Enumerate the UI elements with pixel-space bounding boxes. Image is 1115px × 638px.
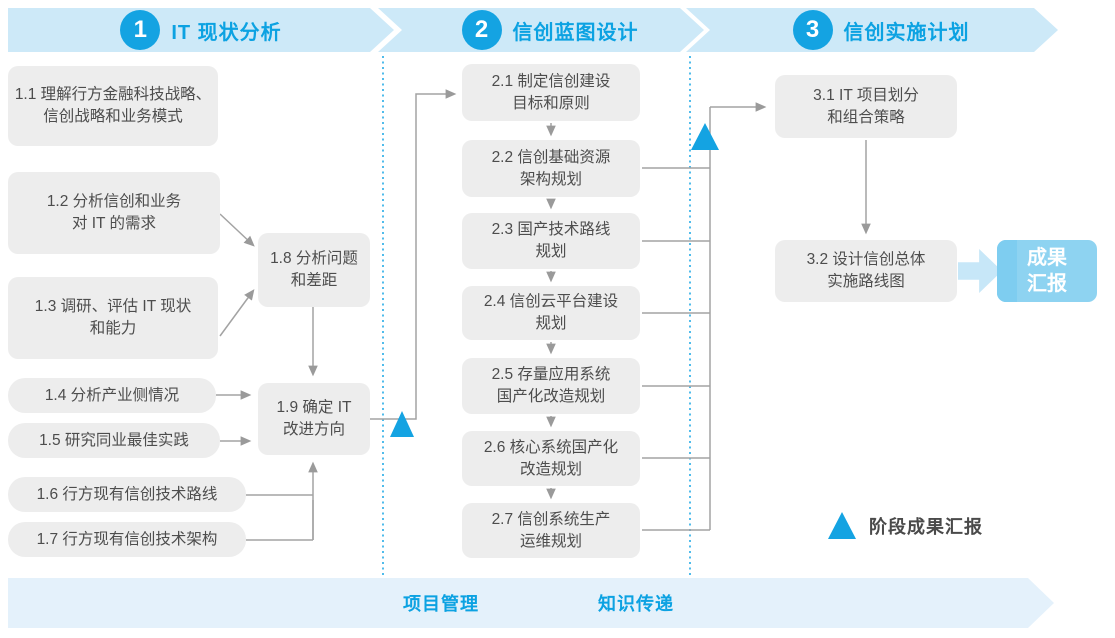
box-1-1: 1.1 理解行方金融科技战略、 信创战略和业务模式 (8, 66, 218, 146)
phase-2-title: 信创蓝图设计 (512, 21, 639, 44)
phase-3-title: 信创实施计划 (843, 21, 970, 44)
box-2-5: 2.5 存量应用系统 国产化改造规划 (462, 358, 640, 414)
box-1-8: 1.8 分析问题 和差距 (258, 233, 370, 307)
phase-2-number-badge: 2 (462, 10, 502, 50)
legend-label: 阶段成果汇报 (869, 516, 983, 537)
result-box-label: 成果 汇报 (1027, 247, 1067, 295)
box-1-5: 1.5 研究同业最佳实践 (8, 423, 220, 458)
footer-label-project-management: 项目管理 (403, 594, 479, 614)
box-2-7: 2.7 信创系统生产 运维规划 (462, 503, 640, 558)
result-box: 成果 汇报 (997, 240, 1097, 302)
box-1-9: 1.9 确定 IT 改进方向 (258, 383, 370, 455)
phase-3-band: 3 信创实施计划 (686, 8, 1058, 52)
box-1-4: 1.4 分析产业侧情况 (8, 378, 216, 413)
box-2-6: 2.6 核心系统国产化 改造规划 (462, 431, 640, 486)
legend-triangle-icon (828, 512, 856, 539)
box-1-6: 1.6 行方现有信创技术路线 (8, 477, 246, 512)
phase-1-number-badge: 1 (120, 10, 160, 50)
milestone-triangle-2-icon (691, 123, 719, 150)
box-2-1: 2.1 制定信创建设 目标和原则 (462, 64, 640, 121)
footer-label-knowledge-transfer: 知识传递 (598, 594, 674, 614)
box-1-2: 1.2 分析信创和业务 对 IT 的需求 (8, 172, 220, 254)
box-3-2: 3.2 设计信创总体 实施路线图 (775, 240, 957, 302)
phase-1-title: IT 现状分析 (171, 21, 282, 44)
phase-2-band: 2 信创蓝图设计 (378, 8, 704, 52)
box-2-3: 2.3 国产技术路线 规划 (462, 213, 640, 269)
phase-1-band: 1 IT 现状分析 (8, 8, 394, 52)
result-box-stripe (997, 240, 1017, 302)
phase-3-number-badge: 3 (793, 10, 833, 50)
box-1-3: 1.3 调研、评估 IT 现状 和能力 (8, 277, 218, 359)
footer-band: 项目管理 知识传递 (8, 578, 1054, 628)
box-2-2: 2.2 信创基础资源 架构规划 (462, 140, 640, 197)
box-3-1: 3.1 IT 项目划分 和组合策略 (775, 75, 957, 138)
result-arrow-icon (958, 249, 1002, 293)
box-1-7: 1.7 行方现有信创技术架构 (8, 522, 246, 557)
milestone-triangle-1-icon (390, 411, 414, 437)
box-2-4: 2.4 信创云平台建设 规划 (462, 286, 640, 340)
legend: 阶段成果汇报 (828, 512, 983, 539)
